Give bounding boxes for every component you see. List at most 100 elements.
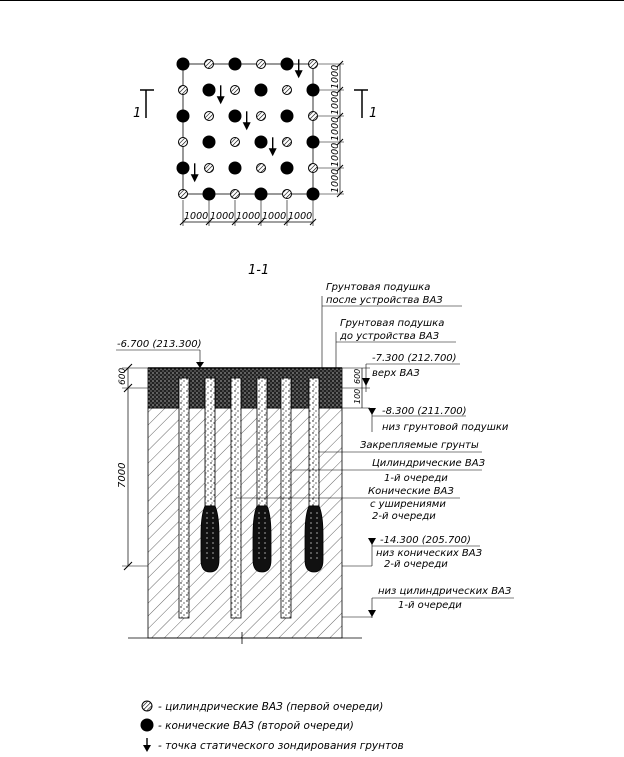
cylindrical-pile-icon bbox=[308, 163, 318, 173]
conical-pile-icon bbox=[140, 718, 154, 732]
cylindrical-pile-icon bbox=[282, 137, 292, 147]
conical-pile-icon bbox=[228, 57, 242, 71]
cylindrical-pile-icon bbox=[282, 85, 292, 95]
conical-pile-icon bbox=[202, 187, 216, 201]
section-callouts: Грунтовая подушка после устройства ВАЗ Г… bbox=[236, 282, 514, 618]
conical-pile bbox=[304, 377, 324, 573]
conical-pile-icon bbox=[254, 135, 268, 149]
plan-dim-vertical: 1000 bbox=[330, 117, 341, 141]
plan-dim-horizontal: 1000 bbox=[262, 211, 286, 222]
plan-dim-horizontal: 1000 bbox=[184, 211, 208, 222]
callout-cushion-after-2: после устройства ВАЗ bbox=[326, 295, 443, 306]
down-arrow-icon bbox=[268, 137, 277, 157]
dim-right-b: 100 bbox=[353, 389, 362, 404]
section-view: 600 7000 -6.700 (213.300) 600 100 bbox=[116, 339, 370, 644]
conical-pile-icon bbox=[228, 161, 242, 175]
cylindrical-pile-icon bbox=[230, 189, 240, 199]
dim-main-depth: 7000 bbox=[117, 463, 128, 488]
section-mark-left: 1 bbox=[133, 89, 154, 121]
conical-pile-icon bbox=[306, 135, 320, 149]
cylindrical-pile-icon bbox=[230, 85, 240, 95]
plan-dim-vertical: 1000 bbox=[330, 169, 341, 193]
down-arrow-icon bbox=[190, 163, 199, 183]
legend-text-cylindrical: - цилиндрические ВАЗ (первой очереди) bbox=[158, 701, 383, 713]
cylindrical-pile-icon bbox=[256, 163, 266, 173]
conical-pile-icon bbox=[176, 109, 190, 123]
legend-item-conical: - конические ВАЗ (второй очереди) bbox=[140, 718, 354, 732]
conical-pile-icon bbox=[202, 83, 216, 97]
callout-con-3: 2-й очереди bbox=[372, 511, 436, 522]
callout-fixed-soils: Закрепляемые грунты bbox=[360, 440, 479, 451]
cylindrical-pile-icon bbox=[178, 189, 188, 199]
down-arrow-icon bbox=[242, 111, 251, 131]
legend-item-cylindrical: - цилиндрические ВАЗ (первой очереди) bbox=[141, 700, 383, 713]
cylindrical-pile bbox=[178, 377, 190, 619]
cylindrical-pile-icon bbox=[141, 700, 153, 712]
cylindrical-pile-icon bbox=[204, 163, 214, 173]
conical-pile-icon bbox=[306, 83, 320, 97]
section-mark-label-left: 1 bbox=[133, 106, 141, 121]
callout-cyl-bottom-2: 1-й очереди bbox=[398, 600, 462, 611]
plan-dim-horizontal: 1000 bbox=[236, 211, 260, 222]
plan-dim-vertical: 1000 bbox=[330, 91, 341, 115]
cylindrical-pile-icon bbox=[204, 59, 214, 69]
sheet-border-top bbox=[0, 0, 624, 1]
conical-pile-icon bbox=[254, 187, 268, 201]
callout-level-cushion-bottom: -8.300 (211.700) bbox=[382, 406, 467, 417]
cylindrical-pile-icon bbox=[308, 111, 318, 121]
cylindrical-pile-icon bbox=[256, 59, 266, 69]
conical-pile-icon bbox=[280, 161, 294, 175]
callout-cyl-2: 1-й очереди bbox=[384, 473, 448, 484]
legend-item-probe: - точка статического зондирования грунто… bbox=[143, 738, 404, 752]
conical-pile-icon bbox=[306, 187, 320, 201]
callout-vaz-top: верх ВАЗ bbox=[372, 368, 420, 379]
legend: - цилиндрические ВАЗ (первой очереди) - … bbox=[140, 700, 404, 752]
conical-pile bbox=[252, 377, 272, 573]
conical-pile-icon bbox=[228, 109, 242, 123]
cylindrical-pile-icon bbox=[230, 137, 240, 147]
legend-text-conical: - конические ВАЗ (второй очереди) bbox=[158, 720, 354, 732]
callout-cushion-after-1: Грунтовая подушка bbox=[326, 282, 430, 293]
plan-dim-vertical: 1000 bbox=[330, 143, 341, 167]
conical-pile bbox=[200, 377, 220, 573]
plan-pile-grid bbox=[176, 57, 320, 201]
cylindrical-pile-icon bbox=[308, 59, 318, 69]
conical-pile-icon bbox=[280, 57, 294, 71]
conical-pile-icon bbox=[254, 83, 268, 97]
cylindrical-pile-icon bbox=[256, 111, 266, 121]
cylindrical-pile-icon bbox=[178, 137, 188, 147]
plan-dim-vertical: 1000 bbox=[330, 65, 341, 89]
conical-pile-icon bbox=[280, 109, 294, 123]
callout-con-bottom-1: низ конических ВАЗ bbox=[376, 548, 483, 559]
plan-vertical-dimensions: 1000 1000 1000 1000 1000 bbox=[318, 60, 344, 198]
dim-cushion-top: 600 bbox=[118, 368, 128, 385]
level-top: -6.700 (213.300) bbox=[117, 339, 202, 350]
down-arrow-icon bbox=[216, 85, 225, 105]
plan-outline bbox=[182, 63, 314, 195]
section-mark-label-right: 1 bbox=[369, 106, 377, 121]
plan-dim-horizontal: 1000 bbox=[210, 211, 234, 222]
callout-con-2: с уширениями bbox=[370, 499, 446, 510]
cylindrical-pile-icon bbox=[282, 189, 292, 199]
legend-text-probe: - точка статического зондирования грунто… bbox=[158, 740, 404, 752]
callout-cushion-before-2: до устройства ВАЗ bbox=[339, 331, 440, 342]
callout-level-vaz-top: -7.300 (212.700) bbox=[372, 353, 457, 364]
callout-level-con-bottom: -14.300 (205.700) bbox=[380, 535, 471, 546]
cylindrical-pile-icon bbox=[204, 111, 214, 121]
conical-pile-icon bbox=[176, 161, 190, 175]
callout-cushion-before-1: Грунтовая подушка bbox=[340, 318, 444, 329]
callout-cushion-bottom: низ грунтовой подушки bbox=[382, 422, 509, 433]
down-arrow-icon bbox=[294, 59, 303, 79]
section-mark-right: 1 bbox=[354, 89, 377, 121]
callout-con-bottom-2: 2-й очереди bbox=[384, 559, 448, 570]
conical-pile-icon bbox=[176, 57, 190, 71]
callout-con-1: Конические ВАЗ bbox=[368, 486, 454, 497]
dim-right-a: 600 bbox=[353, 369, 362, 384]
section-title: 1-1 bbox=[248, 263, 269, 278]
plan-dim-horizontal: 1000 bbox=[288, 211, 312, 222]
down-arrow-icon bbox=[143, 745, 151, 752]
cylindrical-pile-icon bbox=[178, 85, 188, 95]
